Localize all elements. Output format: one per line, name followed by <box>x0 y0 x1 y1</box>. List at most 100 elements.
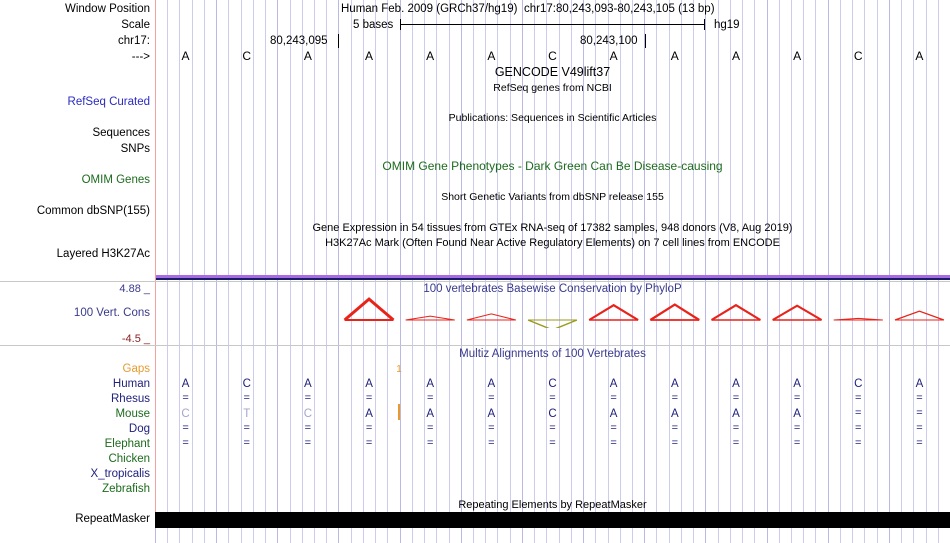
gridline <box>730 0 731 543</box>
scale-bar <box>400 19 705 30</box>
gridline <box>375 0 376 543</box>
conservation-peak <box>466 313 516 321</box>
reference-base: C <box>242 49 252 63</box>
alignment-gap-glyph: = <box>549 437 556 449</box>
alignment-gap-glyph: = <box>855 407 862 419</box>
gridline <box>767 0 768 543</box>
gridline <box>852 0 853 543</box>
gridline <box>571 0 572 543</box>
gridline <box>791 0 792 543</box>
species-label-human[interactable]: Human <box>112 378 150 390</box>
gridline <box>400 0 401 543</box>
track-title[interactable]: OMIM Gene Phenotypes - Dark Green Can Be… <box>382 159 723 173</box>
reference-base: A <box>487 49 496 63</box>
reference-base: A <box>365 49 374 63</box>
alignment-gap-glyph: = <box>855 392 862 404</box>
track-title[interactable]: Short Genetic Variants from dbSNP releas… <box>441 191 664 203</box>
gridline <box>534 0 535 543</box>
alignment-gap-glyph: = <box>610 422 617 434</box>
conservation-peak <box>710 303 761 321</box>
species-label-rhesus[interactable]: Rhesus <box>111 393 150 405</box>
reference-base: A <box>303 49 312 63</box>
gridline <box>681 0 682 543</box>
alignment-base: A <box>426 378 435 390</box>
gridline <box>583 0 584 543</box>
label-common-dbsnp[interactable]: Common dbSNP(155) <box>36 205 150 217</box>
gridline <box>192 0 193 543</box>
gridline <box>473 0 474 543</box>
track-title[interactable]: Repeating Elements by RepeatMasker <box>458 499 647 511</box>
assembly-title: Human Feb. 2009 (GRCh37/hg19) <box>341 3 518 15</box>
alignment-base: C <box>181 408 190 420</box>
alignment-gap-glyph: = <box>610 437 617 449</box>
label-cons-min: -4.5 _ <box>121 333 150 345</box>
track-title[interactable]: GENCODE V49lift37 <box>494 65 611 79</box>
alignment-gap-glyph: = <box>732 437 740 449</box>
gridline <box>913 0 914 543</box>
ruler-tick <box>338 34 339 48</box>
species-label-dog[interactable]: Dog <box>128 423 150 435</box>
alignment-gap-glyph: = <box>243 392 250 404</box>
track-title[interactable]: H3K27Ac Mark (Often Found Near Active Re… <box>325 237 780 249</box>
reference-base: A <box>915 49 924 63</box>
species-label-mouse[interactable]: Mouse <box>115 408 150 420</box>
gridline <box>265 0 266 543</box>
alignment-gap-glyph: = <box>243 437 250 449</box>
reference-base: A <box>426 49 435 63</box>
alignment-base: A <box>365 408 373 420</box>
label-omim-genes[interactable]: OMIM Genes <box>81 174 150 186</box>
label-gaps[interactable]: Gaps <box>122 363 151 375</box>
alignment-gap-glyph: = <box>304 437 312 449</box>
alignment-base: C <box>548 378 557 390</box>
alignment-gap-glyph: = <box>916 437 923 449</box>
reference-base: A <box>670 49 679 63</box>
track-title[interactable]: Multiz Alignments of 100 Vertebrates <box>459 348 646 360</box>
alignment-base: A <box>487 408 496 420</box>
alignment-gap-glyph: = <box>182 437 189 449</box>
gridline <box>216 0 217 543</box>
label-snps[interactable]: SNPs <box>120 143 150 155</box>
alignment-gap-glyph: = <box>610 392 617 404</box>
gridline <box>815 0 816 543</box>
gridline <box>522 0 523 543</box>
cons-track-top-rule <box>0 281 950 282</box>
data-area[interactable] <box>155 0 950 543</box>
conservation-peak <box>527 319 578 328</box>
species-label-x_tropicalis[interactable]: X_tropicalis <box>90 468 150 480</box>
track-title[interactable]: Publications: Sequences in Scientific Ar… <box>448 112 657 124</box>
reference-base: C <box>853 49 863 63</box>
species-label-chicken[interactable]: Chicken <box>108 453 150 465</box>
label-sequences[interactable]: Sequences <box>92 127 150 139</box>
alignment-gap-glyph: = <box>488 422 495 434</box>
alignment-gap-glyph: = <box>916 422 923 434</box>
alignment-base: C <box>303 408 313 420</box>
alignment-base: A <box>670 378 679 390</box>
label-repeatmasker[interactable]: RepeatMasker <box>75 513 150 525</box>
species-label-zebrafish[interactable]: Zebrafish <box>102 483 150 495</box>
gridline <box>167 0 168 543</box>
gridline <box>277 0 278 543</box>
alignment-base: A <box>732 378 740 390</box>
alignment-gap-glyph: = <box>488 437 495 449</box>
gap-count-label: 1 <box>396 364 402 375</box>
gridline <box>436 0 437 543</box>
label-layered-h3k27ac[interactable]: Layered H3K27Ac <box>56 248 150 260</box>
track-title[interactable]: 100 vertebrates Basewise Conservation by… <box>423 283 682 295</box>
gridline <box>546 0 547 543</box>
gridline <box>228 0 229 543</box>
conservation-peak <box>894 310 945 321</box>
gridline <box>840 0 841 543</box>
gridline <box>644 0 645 543</box>
alignment-gap-glyph: = <box>793 422 801 434</box>
label-refseq-curated[interactable]: RefSeq Curated <box>67 96 150 108</box>
gridline <box>705 0 706 543</box>
alignment-gap-glyph: = <box>916 392 923 404</box>
track-title[interactable]: Gene Expression in 54 tissues from GTEx … <box>312 222 793 234</box>
repeatmasker-bar[interactable] <box>155 512 950 528</box>
species-label-elephant[interactable]: Elephant <box>104 438 150 450</box>
scale-text: 5 bases <box>353 19 394 31</box>
gridline <box>938 0 939 543</box>
ruler-coordinate-label: 80,243,100 <box>580 35 638 47</box>
track-title[interactable]: RefSeq genes from NCBI <box>493 82 612 94</box>
label-100-vert-cons[interactable]: 100 Vert. Cons <box>73 307 150 319</box>
